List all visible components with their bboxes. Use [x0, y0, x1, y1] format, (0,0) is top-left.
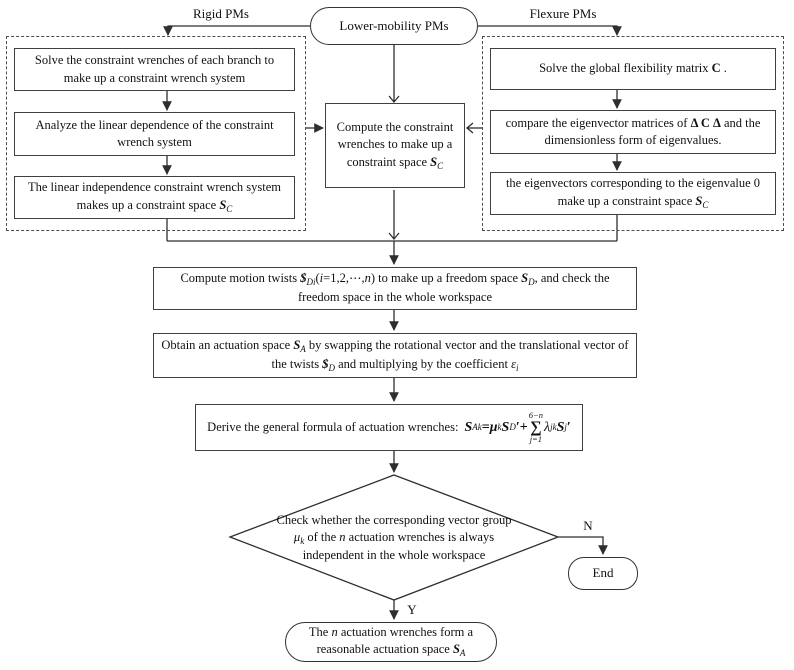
- center-box-text: Compute the constraint wrenches to make …: [336, 119, 454, 171]
- derive-label: Derive the general formula of actuation …: [207, 419, 459, 434]
- result-text: The n actuation wrenches form a reasonab…: [308, 624, 474, 659]
- flexure-pms-label: Flexure PMs: [529, 6, 597, 21]
- open-arrowhead: [388, 232, 400, 241]
- left-box-1-text: Solve the constraint wrenches of each br…: [34, 53, 275, 85]
- result-node: The n actuation wrenches form a reasonab…: [285, 622, 497, 662]
- right-box-2-text: compare the eigenvector matrices of Δ C …: [505, 115, 761, 148]
- freedom-box-text: Compute motion twists $Di(i=1,2,⋯,n) to …: [180, 271, 610, 305]
- start-label: Lower-mobility PMs: [339, 17, 449, 33]
- right-box-3: the eigenvectors corresponding to the ei…: [490, 172, 776, 215]
- rigid-pms-label: Rigid PMs: [193, 6, 249, 21]
- actuation-box-text: Obtain an actuation space SA by swapping…: [161, 337, 629, 373]
- right-box-3-text: the eigenvectors corresponding to the ei…: [505, 176, 761, 210]
- end-label: End: [592, 565, 614, 581]
- connector-rigid-branch: [163, 25, 310, 36]
- right-box-1: Solve the global flexibility matrix C .: [490, 48, 776, 90]
- open-arrowhead: [388, 95, 400, 104]
- right-box-1-text: Solve the global flexibility matrix C .: [539, 61, 727, 76]
- center-box: Compute the constraint wrenches to make …: [325, 103, 465, 188]
- connector-no-branch: [558, 536, 608, 555]
- actuation-box: Obtain an actuation space SA by swapping…: [153, 333, 637, 378]
- connector-group: [162, 25, 622, 620]
- left-box-3-text: The linear independence constraint wrenc…: [27, 180, 282, 214]
- open-arrowhead: [465, 122, 474, 134]
- derive-box: Derive the general formula of actuation …: [195, 404, 583, 451]
- left-box-3: The linear independence constraint wrenc…: [14, 176, 295, 219]
- end-node: End: [568, 557, 638, 590]
- start-node: Lower-mobility PMs: [310, 7, 478, 45]
- freedom-box: Compute motion twists $Di(i=1,2,⋯,n) to …: [153, 267, 637, 310]
- rigid-pms-group-box: [6, 36, 306, 231]
- left-box-1: Solve the constraint wrenches of each br…: [14, 48, 295, 91]
- decision-text: Check whether the corresponding vector g…: [276, 512, 512, 563]
- left-box-2: Analyze the linear dependence of the con…: [14, 112, 295, 156]
- derive-box-text: Derive the general formula of actuation …: [207, 411, 571, 443]
- connector-flexure-branch: [478, 25, 622, 36]
- yes-branch-label: Y: [407, 602, 417, 617]
- right-box-2: compare the eigenvector matrices of Δ C …: [490, 110, 776, 154]
- left-box-2-text: Analyze the linear dependence of the con…: [35, 117, 274, 150]
- decision-node: Check whether the corresponding vector g…: [272, 496, 516, 580]
- flexure-pms-group-box: [482, 36, 784, 231]
- summation-symbol: 6−n∑j=1: [528, 410, 543, 445]
- no-branch-label: N: [583, 518, 593, 533]
